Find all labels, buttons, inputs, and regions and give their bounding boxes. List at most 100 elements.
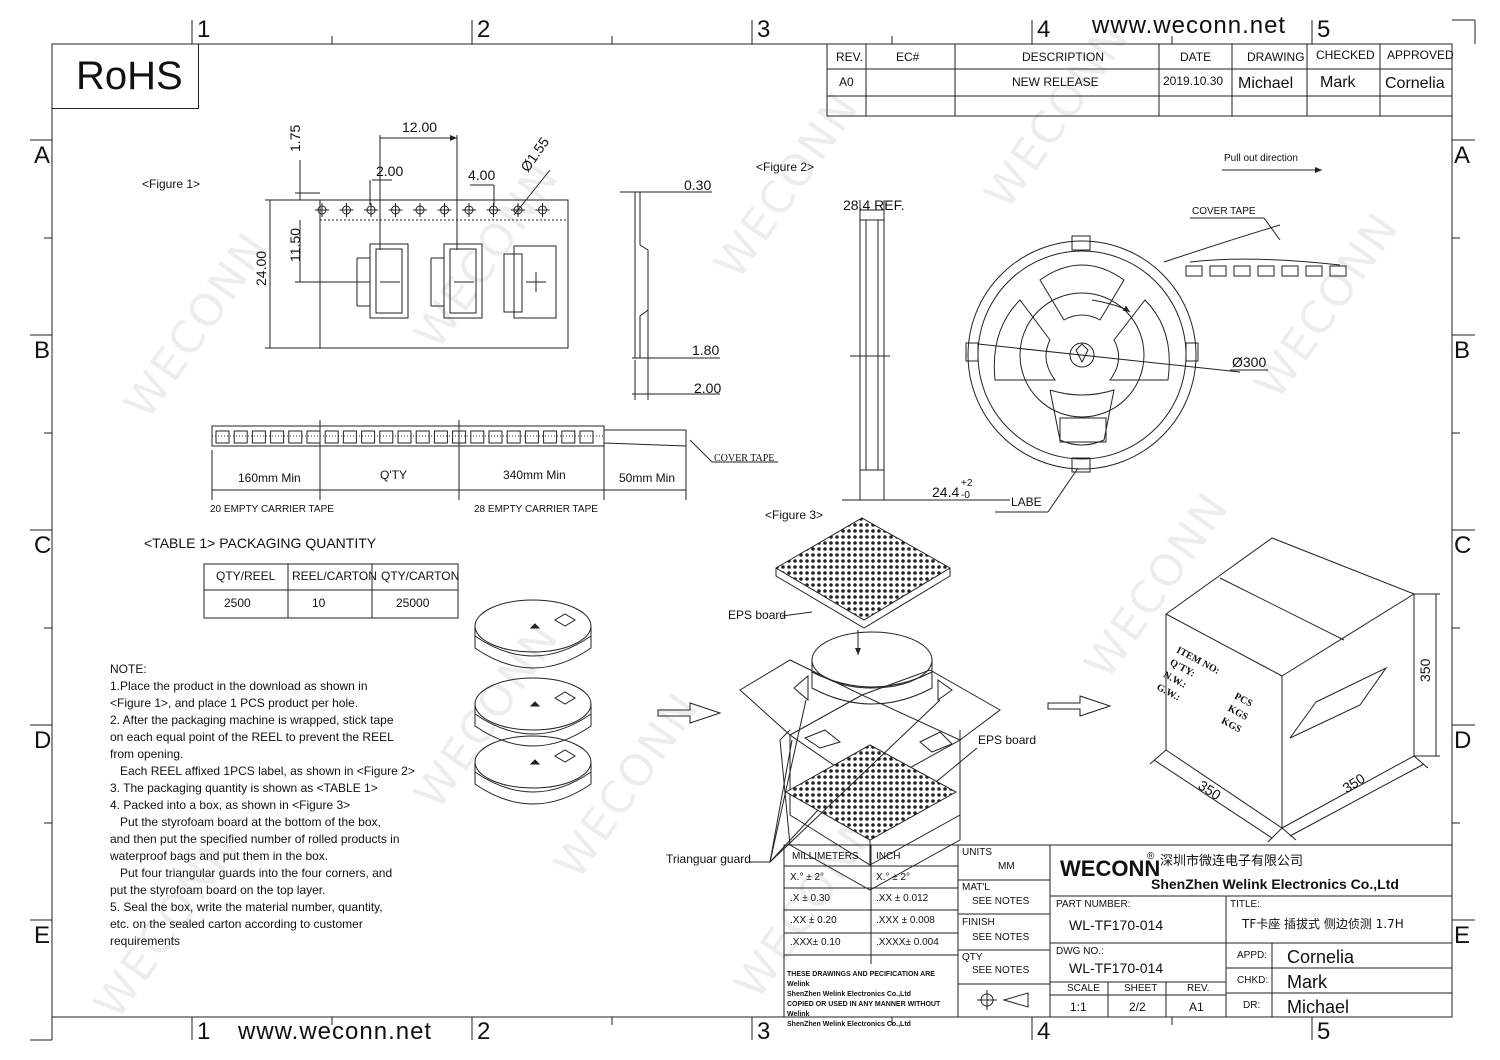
carton-height: 350 [1417,658,1433,682]
reel-tape-pocket [1209,265,1227,277]
tape-pocket [251,430,266,444]
legal-line: ShenZhen Welink Electronics Co.,Ltd [787,1021,911,1028]
reel-tape-pocket [1281,265,1299,277]
drawn-by: Michael [1287,997,1350,1017]
legal-line: ShenZhen Welink Electronics Co.,Ltd [787,991,911,998]
company-logo: WECONN [1060,856,1161,881]
rev-header-checked: CHECKED [1316,48,1375,62]
note-line: Put four triangular guards into the four… [110,866,393,880]
rev-value-description: NEW RELEASE [1012,75,1099,89]
figure3-label: <Figure 3> [765,508,824,522]
figure2-label: <Figure 2> [756,160,815,174]
eps-board-top-label: EPS board [728,608,787,622]
grid-row-a-right: A [1454,142,1471,169]
table1-value-reel-carton: 10 [312,596,326,610]
website-top[interactable]: www.weconn.net [1092,12,1287,39]
dim-hole-offset: 2.00 [376,163,404,179]
table1-title: <TABLE 1> PACKAGING QUANTITY [144,535,377,551]
table1-header-qty-reel: QTY/REEL [216,569,276,583]
tape-pocket [543,430,558,444]
tape-pocket [361,430,376,444]
tape-pocket [215,430,230,444]
rev-value-checked: Mark [1320,74,1356,91]
rev-header-drawing: DRAWING [1247,50,1305,64]
tolerance-mm-3: .XXX± 0.10 [790,937,841,948]
qty-label: QTY [962,952,983,963]
website-bottom[interactable]: www.weconn.net [238,1018,433,1045]
rev-header-ec: EC# [896,50,920,64]
grid-row-d: D [34,727,52,754]
grid-col-2-bottom: 2 [477,1018,491,1045]
tolerance-inch-0: X.° ± 2° [876,872,911,883]
tape-pocket [379,430,394,444]
tape-empty-a: 20 EMPTY CARRIER TAPE [210,504,334,515]
tape-pocket [306,430,321,444]
grid-col-1-bottom: 1 [197,1018,211,1045]
tolerance-mm-header: MILLIMETERS [792,851,859,862]
finish-value: SEE NOTES [972,932,1030,943]
dim-tape-width: 24.00 [253,250,269,286]
note-line: 1.Place the product in the download as s… [110,679,368,693]
rev-value-rev: A0 [839,75,854,89]
triangular-guard-label: Trianguar guard [666,852,751,866]
table1-header-reel-carton: REEL/CARTON [292,569,377,583]
table1-value-qty-reel: 2500 [224,596,251,610]
tolerance-mm-2: .XX ± 0.20 [790,915,837,926]
dim-center: 11.50 [287,228,303,262]
table1-value-qty-carton: 25000 [396,596,430,610]
rev-value-approved: Cornelia [1385,75,1445,92]
tape-empty-trail: 340mm Min [503,468,566,482]
tape-pocket [506,430,521,444]
part-number-label: PART NUMBER: [1056,899,1131,910]
sheet-value: 2/2 [1129,1000,1146,1014]
scale-label: SCALE [1067,983,1100,994]
company-name-cn: 深圳市微连电子有限公司 [1160,854,1304,869]
qty-value: SEE NOTES [972,965,1030,976]
checked-by: Mark [1287,972,1327,992]
tape-pocket [561,430,576,444]
units-value: MM [998,861,1015,872]
drawing-title: TF卡座 插拔式 侧边侦测 1.7H [1242,917,1404,931]
drawn-label: DR: [1243,1000,1261,1011]
units-label: UNITS [962,847,992,858]
note-line: Each REEL affixed 1PCS label, as shown i… [110,764,415,778]
approved-by: Cornelia [1287,947,1355,967]
grid-col-4: 4 [1037,16,1051,43]
reel-cover-tape: COVER TAPE [1192,206,1256,217]
note-line: 3. The packaging quantity is shown as <T… [110,781,378,795]
note-line: and then put the specified number of rol… [110,832,400,846]
rev-value-drawing: Michael [1238,75,1294,92]
rev-value: A1 [1189,1000,1204,1014]
tape-cover-label: COVER TAPE [714,453,775,464]
rohs-label: RoHS [76,54,183,98]
reel-tape-pocket [1185,265,1203,277]
grid-row-b-right: B [1454,337,1471,364]
grid-row-b: B [34,337,51,364]
tape-pocket [470,430,485,444]
grid-col-3: 3 [757,16,771,43]
note-line: 4. Packed into a box, as shown in <Figur… [110,798,351,812]
grid-row-e: E [34,922,51,949]
rev-value-date: 2019.10.30 [1163,74,1224,88]
dim-pitch: 12.00 [402,119,438,135]
tape-empty-b: 28 EMPTY CARRIER TAPE [474,504,598,515]
note-line: requirements [110,934,181,948]
note-line: from opening. [110,747,184,761]
legal-line: THESE DRAWINGS AND PECIFICATION ARE Weli… [787,971,935,988]
tape-lead: 50mm Min [619,471,676,485]
notes-block: NOTE: 1.Place the product in the downloa… [110,661,415,950]
reel-tolerance-plus: +2 [961,478,973,489]
note-line: put the styrofoam board on the top layer… [110,883,326,897]
reel-width: 24.4 [932,484,960,500]
tape-pocket [415,430,430,444]
tape-pocket [579,430,594,444]
tape-pocket [342,430,357,444]
grid-col-4-bottom: 4 [1037,1018,1051,1045]
note-line: on each equal point of the REEL to preve… [110,730,394,744]
dim-hole-pitch: 4.00 [468,167,496,183]
tape-pocket [433,430,448,444]
note-line: waterproof bags and put them in the box. [110,849,329,863]
finish-label: FINISH [962,917,995,928]
material-value: SEE NOTES [972,896,1030,907]
registered-mark: ® [1147,851,1155,862]
